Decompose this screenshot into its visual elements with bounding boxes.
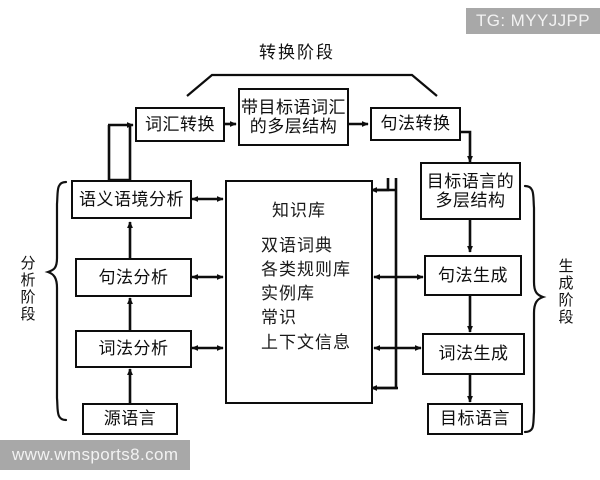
node-syntactic-analysis: 句法分析 xyxy=(75,258,192,297)
edge-kb-bottom-return xyxy=(374,190,398,390)
node-morphological-analysis: 词法分析 xyxy=(75,330,192,368)
kb-item: 实例库 xyxy=(261,284,315,304)
node-syntactic-transfer: 句法转换 xyxy=(370,107,461,141)
node-lexical-transfer: 词汇转换 xyxy=(135,107,225,142)
kb-item: 常识 xyxy=(261,308,297,328)
kb-item: 上下文信息 xyxy=(261,332,351,352)
node-label-line-2: 多层结构 xyxy=(435,191,506,210)
kb-item: 各类规则库 xyxy=(261,260,351,280)
watermark-telegram: TG: MYYJJPP xyxy=(466,8,600,34)
kb-item: 双语词典 xyxy=(261,236,333,255)
node-label: 词法分析 xyxy=(98,339,169,359)
node-label: 句法分析 xyxy=(98,267,169,287)
node-source-language: 源语言 xyxy=(82,403,178,435)
transfer-phase-bracket xyxy=(186,73,438,97)
knowledge-base-box: 知识库 双语词典 各类规则库 实例库 常识 上下文信息 xyxy=(225,180,373,404)
node-morphological-generation: 词法生成 xyxy=(422,333,525,375)
edge-syntactic-transfer-to-target-structure xyxy=(460,130,473,163)
edge-kb-top-feed xyxy=(376,178,390,192)
watermark-site: www.wmsports8.com xyxy=(0,440,191,470)
node-label: 词汇转换 xyxy=(145,114,215,134)
node-label: 词法生成 xyxy=(438,344,509,364)
generation-phase-label: 生成阶段 xyxy=(556,258,573,326)
knowledge-base-title: 知识库 xyxy=(272,201,326,220)
node-target-multilayer-structure: 目标语言的 多层结构 xyxy=(420,162,521,220)
node-syntactic-generation: 句法生成 xyxy=(424,255,522,296)
node-multilayer-with-target-lexicon: 带目标语词汇 的多层结构 xyxy=(238,88,349,146)
knowledge-base-list: 双语词典 各类规则库 实例库 常识 上下文信息 xyxy=(261,234,351,355)
node-label: 语义语境分析 xyxy=(79,189,184,209)
node-label: 句法转换 xyxy=(380,114,451,134)
generation-phase-brace xyxy=(523,184,547,434)
node-label-line-1: 目标语言的 xyxy=(426,171,515,191)
node-label: 目标语言 xyxy=(440,409,510,429)
node-label-line-1: 带目标语词汇 xyxy=(241,97,346,117)
node-label: 源语言 xyxy=(103,409,157,429)
node-label-line-2: 的多层结构 xyxy=(249,117,338,136)
node-target-language: 目标语言 xyxy=(427,403,523,435)
analysis-phase-brace xyxy=(44,180,68,422)
node-semantic-context-analysis: 语义语境分析 xyxy=(71,180,192,219)
transfer-phase-label: 转换阶段 xyxy=(259,43,335,62)
analysis-phase-label: 分析阶段 xyxy=(18,255,35,323)
node-label: 句法生成 xyxy=(438,265,508,285)
